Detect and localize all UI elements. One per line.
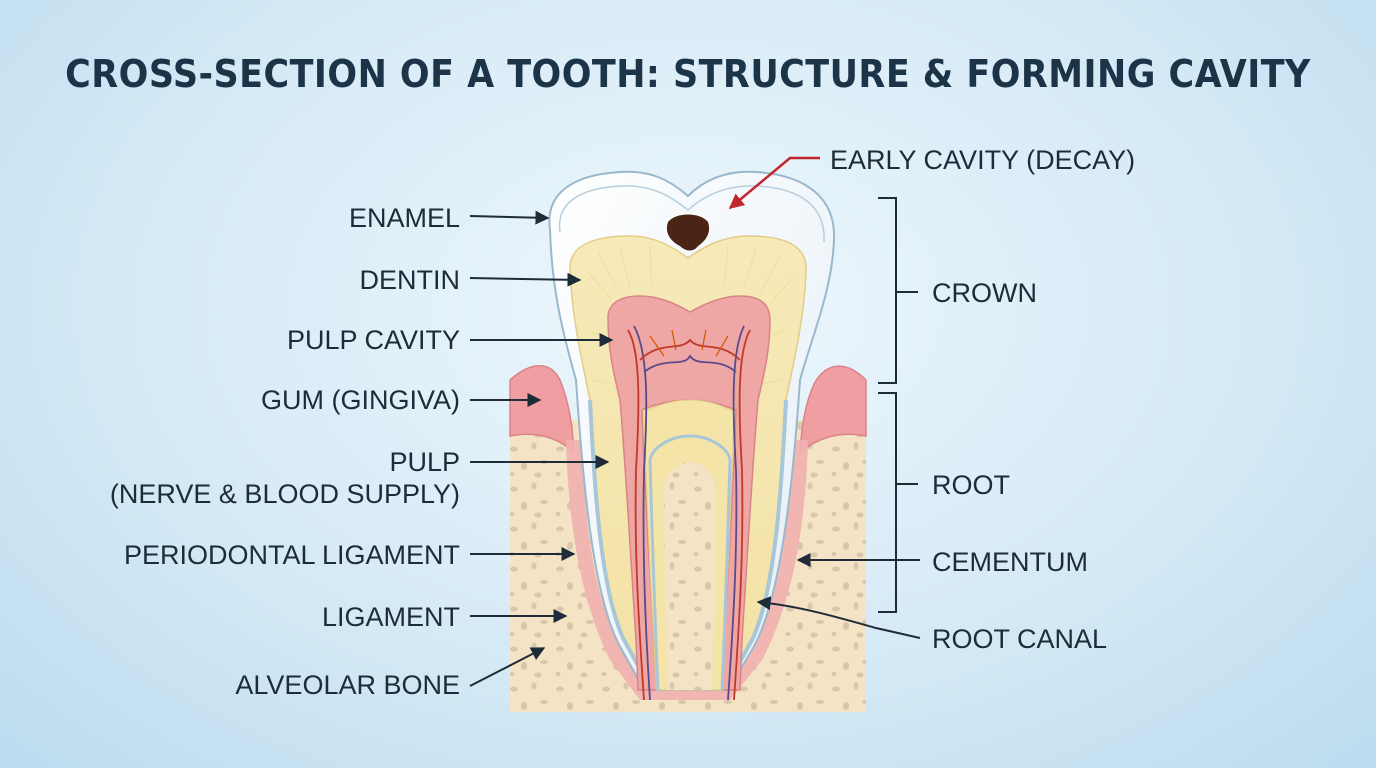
inner-bone	[664, 462, 716, 690]
label-periodontal-ligament: PERIODONTAL LIGAMENT	[124, 540, 460, 570]
right-leaders	[756, 553, 921, 639]
label-root: ROOT	[932, 470, 1010, 500]
page-title: CROSS-SECTION OF A TOOTH: STRUCTURE & FO…	[65, 52, 1311, 96]
left-leaders	[469, 210, 614, 687]
label-gum: GUM (GINGIVA)	[261, 385, 460, 415]
label-crown: CROWN	[932, 278, 1037, 308]
label-root-canal: ROOT CANAL	[932, 624, 1107, 654]
inner-outline	[648, 434, 732, 691]
crown-bracket	[878, 197, 918, 384]
gum-left	[509, 365, 575, 454]
label-pulp-sub: (NERVE & BLOOD SUPPLY)	[110, 479, 460, 509]
label-pulp-cavity: PULP CAVITY	[287, 325, 460, 355]
label-enamel: ENAMEL	[349, 203, 460, 233]
label-dentin: DENTIN	[360, 265, 461, 295]
root-bracket	[878, 392, 918, 613]
nerves-vessels	[627, 325, 751, 701]
cementum	[588, 399, 788, 681]
label-ligament: LIGAMENT	[322, 602, 460, 632]
brackets	[878, 197, 918, 613]
gum-right	[799, 365, 867, 454]
cavity-arrow	[728, 156, 820, 209]
early-cavity-spot	[666, 214, 710, 251]
label-cementum: CEMENTUM	[932, 547, 1088, 577]
label-early-cavity: EARLY CAVITY (DECAY)	[830, 145, 1135, 175]
label-pulp: PULP	[389, 447, 460, 477]
pulp-cavity	[607, 295, 771, 691]
label-alveolar-bone: ALVEOLAR BONE	[235, 670, 460, 700]
enamel-inner-edge	[558, 185, 825, 243]
